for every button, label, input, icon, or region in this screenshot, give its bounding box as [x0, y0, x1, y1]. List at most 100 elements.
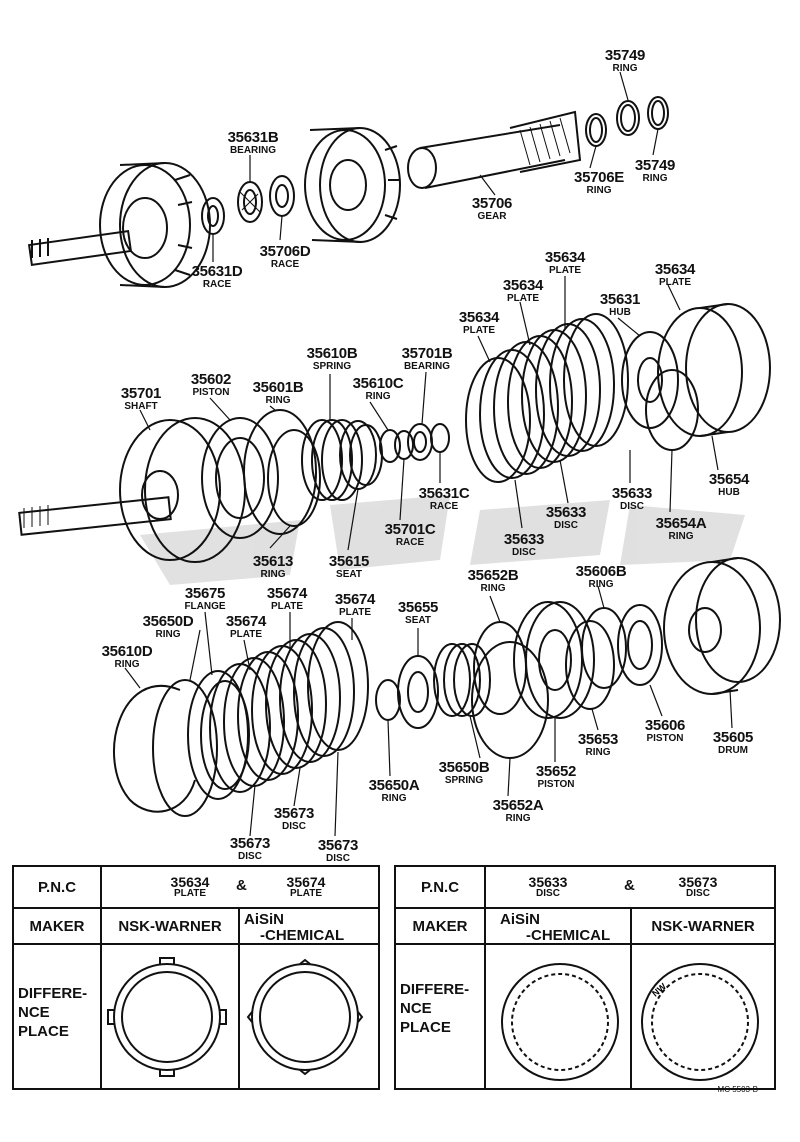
diff-line1: DIFFERE- — [18, 985, 88, 1002]
drum-assembly-top — [27, 162, 211, 288]
ring-35706e — [585, 113, 607, 147]
ring-35610c — [379, 429, 401, 463]
hub-35631 — [621, 331, 679, 429]
maker-aisin-line1: AiSiN — [244, 911, 285, 928]
disc-nsk-drawing — [641, 963, 759, 1081]
ring-35610d — [113, 684, 196, 813]
pnc-ampersand-2: & — [624, 877, 635, 894]
pnc-part-a-name-2: DISC — [536, 888, 560, 899]
diff-line1-2: DIFFERE- — [400, 981, 470, 998]
clutch-pack-c2 — [465, 313, 629, 483]
race-35701c — [394, 430, 414, 460]
plate-aisin-drawing — [246, 958, 364, 1076]
plate-maker-table: P.N.C 35634 PLATE & 35674 PLATE MAKER NS… — [12, 865, 380, 1090]
seat-35655 — [397, 655, 439, 729]
pnc-ampersand: & — [236, 877, 247, 894]
maker-label-cell: MAKER — [14, 909, 102, 945]
piston-35606 — [617, 604, 663, 686]
leader-lines — [124, 71, 733, 837]
race-35706d — [269, 175, 295, 217]
spring-35610b — [301, 419, 363, 501]
ring-35601b — [243, 409, 317, 535]
flange-35675 — [187, 670, 250, 800]
gear-shaft-35706 — [407, 110, 582, 189]
pnc-label-cell-2: P.N.C — [396, 867, 486, 909]
piston-35602 — [201, 417, 279, 539]
ring-35749-b — [647, 96, 669, 130]
maker-nsk-cell: NSK-WARNER — [102, 909, 240, 945]
difference-label-cell-2: DIFFERE- NCE PLACE — [396, 945, 486, 1088]
maker-aisin-line2: -CHEMICAL — [260, 927, 345, 944]
spring-35650b — [433, 643, 491, 717]
bearing-35701b — [407, 423, 433, 461]
ring-35613 — [267, 429, 321, 527]
ring-35650d — [152, 679, 218, 817]
drawing-code: MC 5503-B — [717, 1085, 758, 1094]
pnc-part-a-name: PLATE — [173, 888, 207, 899]
pnc-part-b-name-2: DISC — [686, 888, 710, 899]
bearing-35631b — [237, 181, 263, 223]
diff-line3: PLACE — [18, 1022, 69, 1040]
watermark-logo — [140, 495, 745, 585]
race-35631c — [430, 423, 450, 453]
hub-35654 — [657, 303, 771, 437]
diff-line3-2: PLACE — [400, 1018, 451, 1036]
pnc-part-b-number: 35674 — [286, 874, 326, 890]
maker-aisin-line1-2: AiSiN — [500, 911, 541, 928]
ring-35606b — [581, 607, 627, 689]
disc-aisin-drawing — [501, 963, 619, 1081]
pnc-part-a-number: 35634 — [170, 874, 210, 890]
ring-gear-assembly — [304, 127, 401, 243]
maker-aisin-line2-2: -CHEMICAL — [526, 927, 611, 944]
pnc-label-cell: P.N.C — [14, 867, 102, 909]
drum-35605 — [663, 557, 781, 695]
pnc-part-b-name: PLATE — [289, 888, 323, 899]
ring-35650a — [375, 679, 401, 721]
maker-label-cell-2: MAKER — [396, 909, 486, 945]
ring-35653 — [565, 620, 615, 710]
pnc-value-cell: 35634 PLATE & 35674 PLATE — [102, 867, 378, 909]
shaft-35701-drum — [18, 417, 246, 563]
clutch-pack-c1 — [209, 621, 369, 793]
pnc-part-a-number-2: 35633 — [528, 874, 568, 890]
plate-nsk-drawing — [107, 957, 227, 1077]
